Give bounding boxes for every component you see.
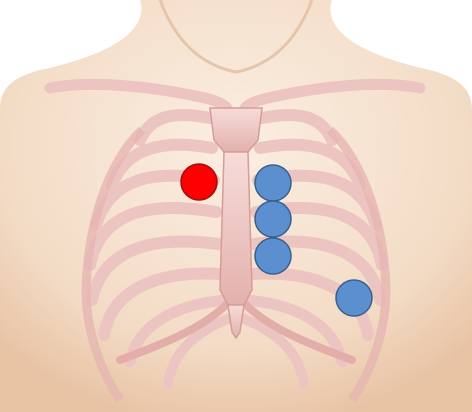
right-clavicle bbox=[238, 78, 426, 116]
sternum-body bbox=[219, 151, 253, 306]
blue-marker[interactable] bbox=[254, 200, 292, 238]
blue-marker[interactable] bbox=[254, 237, 292, 275]
right-rib-wall bbox=[326, 126, 391, 403]
sternum bbox=[209, 107, 263, 340]
markers bbox=[180, 163, 373, 317]
costal-arch bbox=[116, 301, 356, 364]
red-marker[interactable] bbox=[180, 163, 218, 201]
blue-marker[interactable] bbox=[254, 164, 292, 202]
xiphoid-process bbox=[227, 304, 245, 340]
left-clavicle bbox=[44, 78, 234, 116]
neck-shade bbox=[158, 0, 314, 74]
manubrium bbox=[209, 107, 263, 153]
left-rib-wall bbox=[81, 126, 146, 403]
blue-marker[interactable] bbox=[335, 279, 373, 317]
